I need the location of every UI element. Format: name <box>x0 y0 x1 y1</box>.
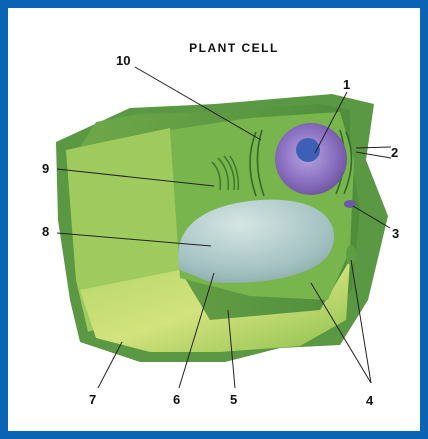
label-3: 3 <box>392 226 399 241</box>
label-8: 8 <box>42 224 49 239</box>
label-4: 4 <box>366 393 374 408</box>
label-7: 7 <box>89 392 96 407</box>
label-6: 6 <box>173 392 180 407</box>
label-5: 5 <box>230 392 237 407</box>
label-10: 10 <box>116 53 130 68</box>
label-1: 1 <box>343 77 350 92</box>
label-9: 9 <box>42 161 49 176</box>
label-2: 2 <box>391 145 398 160</box>
